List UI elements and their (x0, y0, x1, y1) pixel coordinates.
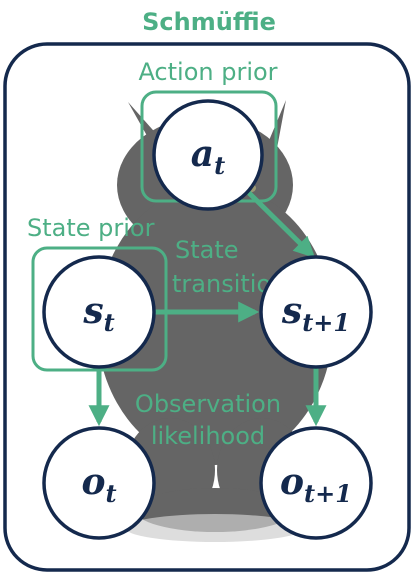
node-observation-t1-symbol: o (280, 461, 304, 503)
node-action-t-subscript: t (214, 151, 225, 180)
node-observation-t1: ot+1 (259, 426, 373, 540)
node-state-t1-symbol: s (281, 290, 302, 332)
node-observation-t-symbol: o (81, 461, 105, 503)
node-state-t: st (42, 255, 156, 369)
node-observation-t-circle (42, 426, 156, 540)
state-prior-label: State prior (27, 214, 155, 242)
state-transition-label-line1: State (175, 236, 239, 264)
node-observation-t1-subscript: t+1 (304, 479, 352, 508)
observation-likelihood-label-line2: likelihood (151, 422, 265, 450)
node-state-t-subscript: t (104, 308, 115, 337)
arrow-action-to-next-state (244, 188, 315, 258)
node-observation-t-subscript: t (105, 479, 116, 508)
node-action-t-circle (152, 99, 264, 211)
node-observation-t-label: ot (81, 461, 116, 508)
node-action-t-label: at (191, 133, 225, 180)
node-observation-t1-label: ot+1 (280, 461, 352, 508)
node-state-t1-circle (259, 255, 373, 369)
node-state-t1-subscript: t+1 (302, 308, 350, 337)
outer-frame (3, 42, 411, 572)
observation-likelihood-label-line1: Observation (135, 390, 281, 418)
node-state-t1-label: st+1 (281, 290, 350, 337)
node-state-t-label: st (82, 290, 114, 337)
node-observation-t: ot (42, 426, 156, 540)
node-observation-t1-circle (259, 426, 373, 540)
node-state-t-symbol: s (82, 290, 103, 332)
node-state-t1: st+1 (259, 255, 373, 369)
action-prior-label: Action prior (138, 58, 277, 86)
node-action-t: at (152, 99, 264, 211)
diagram-title: Schmüffie (142, 8, 276, 36)
node-action-t-symbol: a (191, 133, 214, 175)
node-state-t-circle (42, 255, 156, 369)
